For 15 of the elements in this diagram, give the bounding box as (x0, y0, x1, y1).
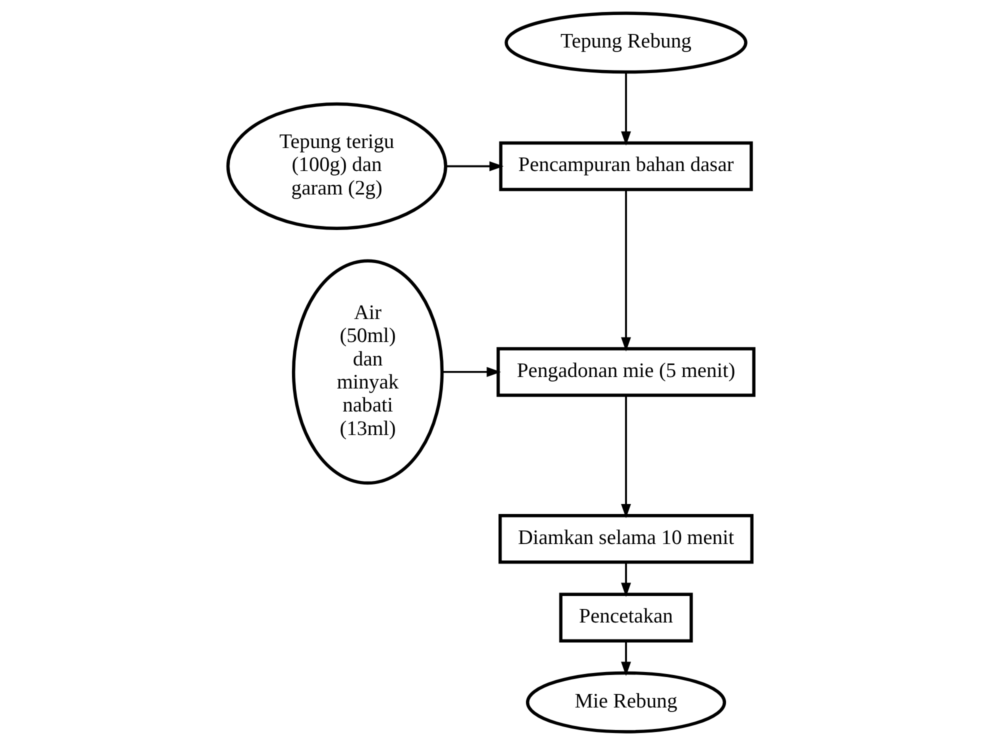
arrow (620, 562, 630, 597)
arrow (620, 640, 630, 676)
arrow (442, 366, 500, 377)
arrow (445, 161, 504, 172)
node-ellipse: Tepung Rebung (504, 12, 747, 74)
arrow (620, 395, 630, 518)
node-ellipse: Air (50ml) dan minyak nabati (13ml) (291, 259, 444, 485)
node-box: Pencampuran bahan dasar (498, 141, 752, 192)
node-box: Pencetakan (558, 592, 692, 642)
arrow (620, 190, 630, 352)
node-ellipse: Tepung terigu (100g) dan garam (2g) (226, 102, 447, 230)
node-box: Diamkan selama 10 menit (498, 514, 754, 564)
node-ellipse: Mie Rebung (525, 671, 726, 734)
node-box: Pengadonan mie (5 menit) (496, 347, 755, 397)
arrow (620, 72, 630, 146)
